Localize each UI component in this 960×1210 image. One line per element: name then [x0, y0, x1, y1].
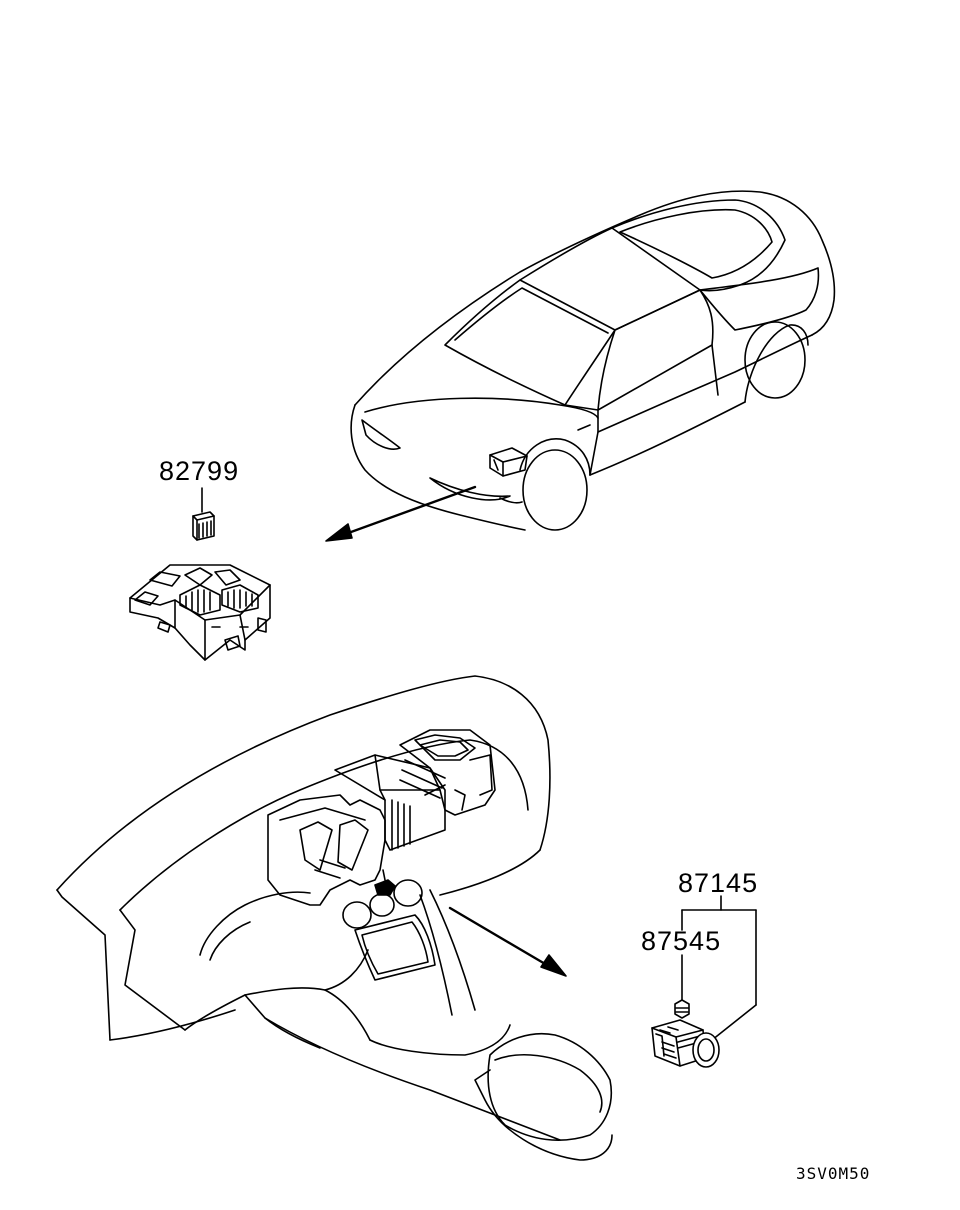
- relay-part: [193, 488, 214, 540]
- car-illustration: [351, 191, 834, 530]
- dashboard-illustration: [57, 676, 612, 1160]
- drawing-code: 3SV0M50: [796, 1164, 871, 1183]
- callout-connector-87145: 87145: [678, 868, 759, 898]
- junction-box: [130, 565, 270, 660]
- socket-assembly: [652, 896, 756, 1067]
- callout-bulb-87545: 87545: [641, 926, 722, 956]
- arrow-dash-to-connector: [450, 908, 566, 976]
- arrow-car-to-junction-box: [326, 487, 475, 541]
- callout-relay-82799: 82799: [159, 456, 240, 486]
